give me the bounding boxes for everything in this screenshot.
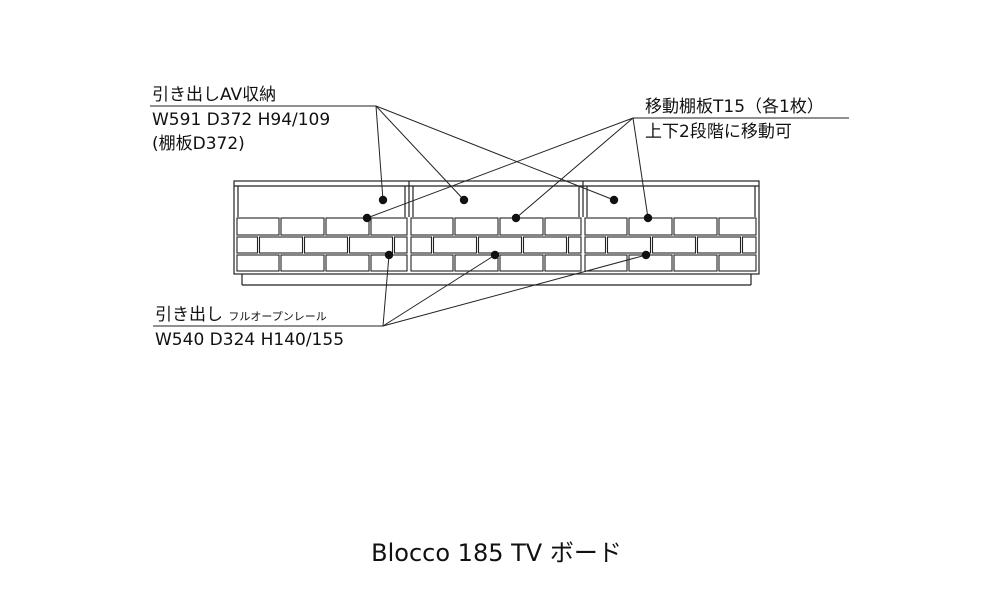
brick-2-2 <box>584 254 628 272</box>
dot-shelf-2 <box>511 213 521 223</box>
leader-lines <box>150 105 849 327</box>
dot-shelf-1 <box>362 213 372 223</box>
dot-av-drawer-2 <box>459 195 469 205</box>
brick-0-2 <box>280 254 325 272</box>
dot-drawer-3 <box>641 250 651 260</box>
brick-1-2 <box>454 254 499 272</box>
shelf-title: 移動棚板T15（各1枚） <box>645 97 824 117</box>
brick-2-1 <box>584 236 607 254</box>
av-drawer-title: 引き出しAV収納 <box>152 84 276 107</box>
shelf-note: 上下2段階に移動可 <box>645 122 792 142</box>
brick-2-0 <box>718 217 757 236</box>
av-drawer-title-text: 引き出しAV収納 <box>152 85 277 105</box>
brick-2-2 <box>718 254 757 272</box>
brick-2-2 <box>673 254 718 272</box>
brick-2-1 <box>741 236 757 254</box>
brick-1-0 <box>499 217 544 236</box>
brick-drawer-fronts <box>236 217 757 272</box>
brick-0-0 <box>370 217 408 236</box>
brick-1-2 <box>544 254 582 272</box>
av-drawer-shelf-depth: (棚板D372) <box>152 134 245 154</box>
brick-1-1 <box>522 236 568 254</box>
dot-av-drawer-1 <box>378 195 388 205</box>
brick-0-1 <box>303 236 349 254</box>
brick-1-0 <box>454 217 499 236</box>
dot-drawer-2 <box>490 250 500 260</box>
brick-2-1 <box>651 236 697 254</box>
drawer-title: 引き出し フルオープンレール <box>155 304 327 328</box>
brick-1-0 <box>410 217 454 236</box>
cabinet-body <box>233 180 760 286</box>
drawer-rail-type: フルオープンレール <box>228 310 327 323</box>
brick-1-0 <box>544 217 582 236</box>
drawer-dims: W540 D324 H140/155 <box>155 330 345 350</box>
brick-0-1 <box>393 236 408 254</box>
brick-2-2 <box>628 254 673 272</box>
brick-0-0 <box>325 217 370 236</box>
leader-dots <box>362 195 653 260</box>
brick-2-1 <box>696 236 742 254</box>
diagram-caption: Blocco 185 TV ボード <box>371 539 622 567</box>
brick-0-0 <box>236 217 280 236</box>
brick-1-1 <box>410 236 433 254</box>
dot-av-drawer-3 <box>609 195 619 205</box>
brick-1-2 <box>499 254 544 272</box>
brick-0-2 <box>236 254 280 272</box>
brick-1-2 <box>410 254 454 272</box>
av-drawer-dims: W591 D372 H94/109 <box>152 110 331 130</box>
brick-1-1 <box>432 236 478 254</box>
brick-0-1 <box>236 236 259 254</box>
brick-2-0 <box>584 217 628 236</box>
brick-1-1 <box>477 236 523 254</box>
dot-drawer-1 <box>384 250 394 260</box>
brick-2-1 <box>606 236 652 254</box>
drawer-title-text: 引き出し <box>155 305 223 325</box>
brick-1-1 <box>567 236 582 254</box>
brick-2-0 <box>673 217 718 236</box>
brick-0-1 <box>258 236 304 254</box>
brick-0-1 <box>348 236 394 254</box>
dot-shelf-3 <box>643 213 653 223</box>
brick-0-0 <box>280 217 325 236</box>
brick-0-2 <box>325 254 370 272</box>
